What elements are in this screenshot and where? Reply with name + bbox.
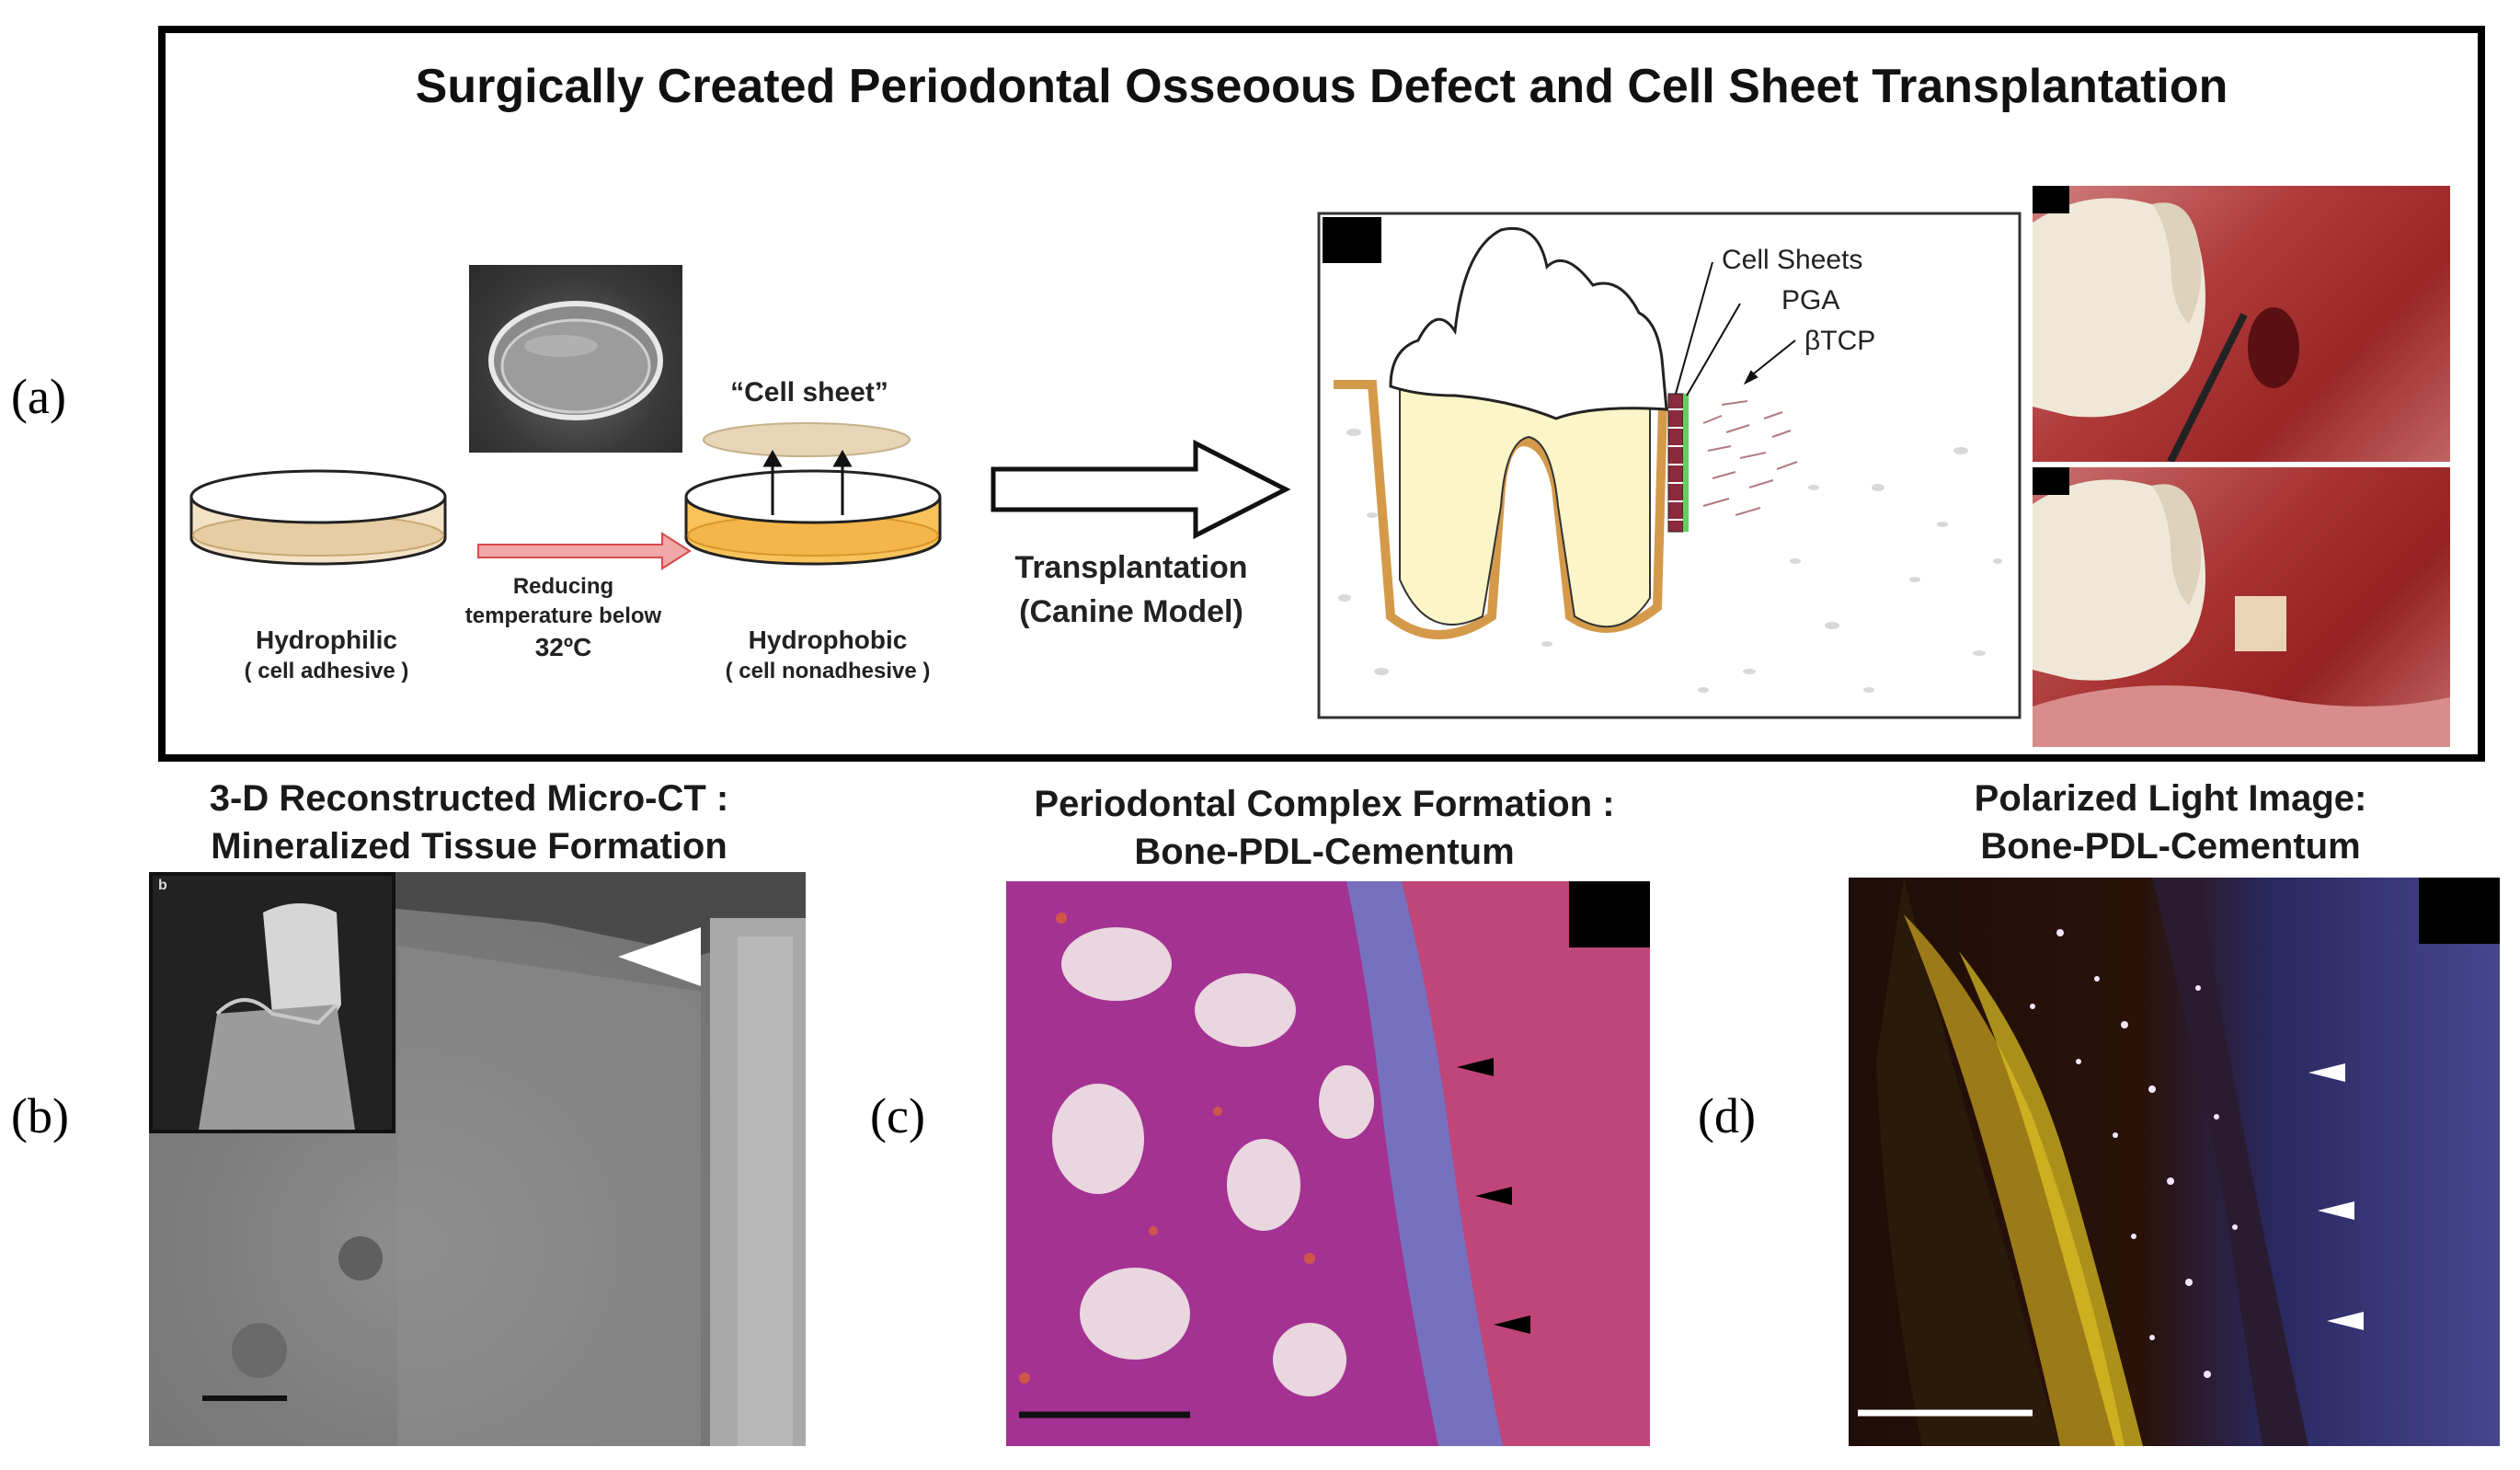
panel-d-title-line2: Bone-PDL-Cementum [1980,826,2361,867]
petri-dish-photo [469,265,682,453]
histology-art [1006,881,1650,1446]
polarized-light-art [1858,878,2500,1446]
panel-letter-c: (c) [870,1088,925,1143]
clinical-photo-filled [2033,467,2450,747]
tooth-defect-diagram: Cell Sheets PGA βTCP [1317,212,2022,719]
panel-a-title: Surgically Created Periodontal Osseoous … [415,60,2228,113]
panel-letter-a: (a) [11,369,66,424]
histology-image [1006,881,1650,1446]
micro-ct-image: b [149,872,806,1446]
micro-ct-inset-letter: b [158,878,167,893]
btcp-granules [1702,400,1798,516]
hydrophobic-dish [684,469,942,566]
clinical-photo-defect-art [2033,186,2299,462]
hydrophilic-dish [189,469,447,566]
transplant-label-line2: (Canine Model) [1019,594,1243,629]
label-btcp: βTCP [1804,326,1875,356]
micro-ct-inset-art [199,903,355,1130]
micro-ct-inset: b [149,872,395,1133]
transplant-label-line1: Transplantation [1014,550,1248,585]
hydrophobic-note: ( cell nonadhesive ) [725,659,931,683]
cell-sheet-shape [703,422,911,457]
panel-b-title-line2: Mineralized Tissue Formation [211,826,727,867]
hydrophobic-label: Hydrophobic [748,626,908,654]
culture-dish-schematic [189,422,1291,570]
temperature-arrow [477,532,692,570]
bone-speckles [1338,429,2002,693]
panel-c-title-line1: Periodontal Complex Formation : [1034,784,1615,824]
cell-sheet-label: “Cell sheet” [730,377,888,408]
diagram-corner-mark [1323,217,1381,263]
panel-letter-b: (b) [11,1088,69,1143]
label-cell-sheets: Cell Sheets [1722,245,1862,275]
histology-arrowheads [1457,1058,1530,1334]
clinical-photo-filled-art [2033,467,2450,747]
cell-sheets-layer [1667,393,1684,533]
temp-label-line2: temperature below [464,603,662,628]
hydrophilic-label: Hydrophilic [255,626,397,654]
temp-label-line1: Reducing [512,574,614,599]
micro-ct-arrowhead [618,927,701,986]
panel-letter-d: (d) [1698,1088,1756,1143]
panel-c-title-line2: Bone-PDL-Cementum [1134,832,1515,872]
petri-dish-photo-art [488,301,663,420]
label-pga: PGA [1781,285,1839,316]
hydrophilic-note: ( cell adhesive ) [244,659,409,683]
transplant-arrow [991,439,1291,540]
panel-d-title-line1: Polarized Light Image: [1974,778,2367,819]
panel-b-title-line1: 3-D Reconstructed Micro-CT : [209,778,729,819]
clinical-photo-defect [2033,186,2450,462]
temp-label-line3: 32ºC [534,633,592,661]
polarized-arrowheads [2308,1063,2364,1330]
pga-layer [1683,394,1689,532]
polarized-light-image [1849,878,2500,1446]
